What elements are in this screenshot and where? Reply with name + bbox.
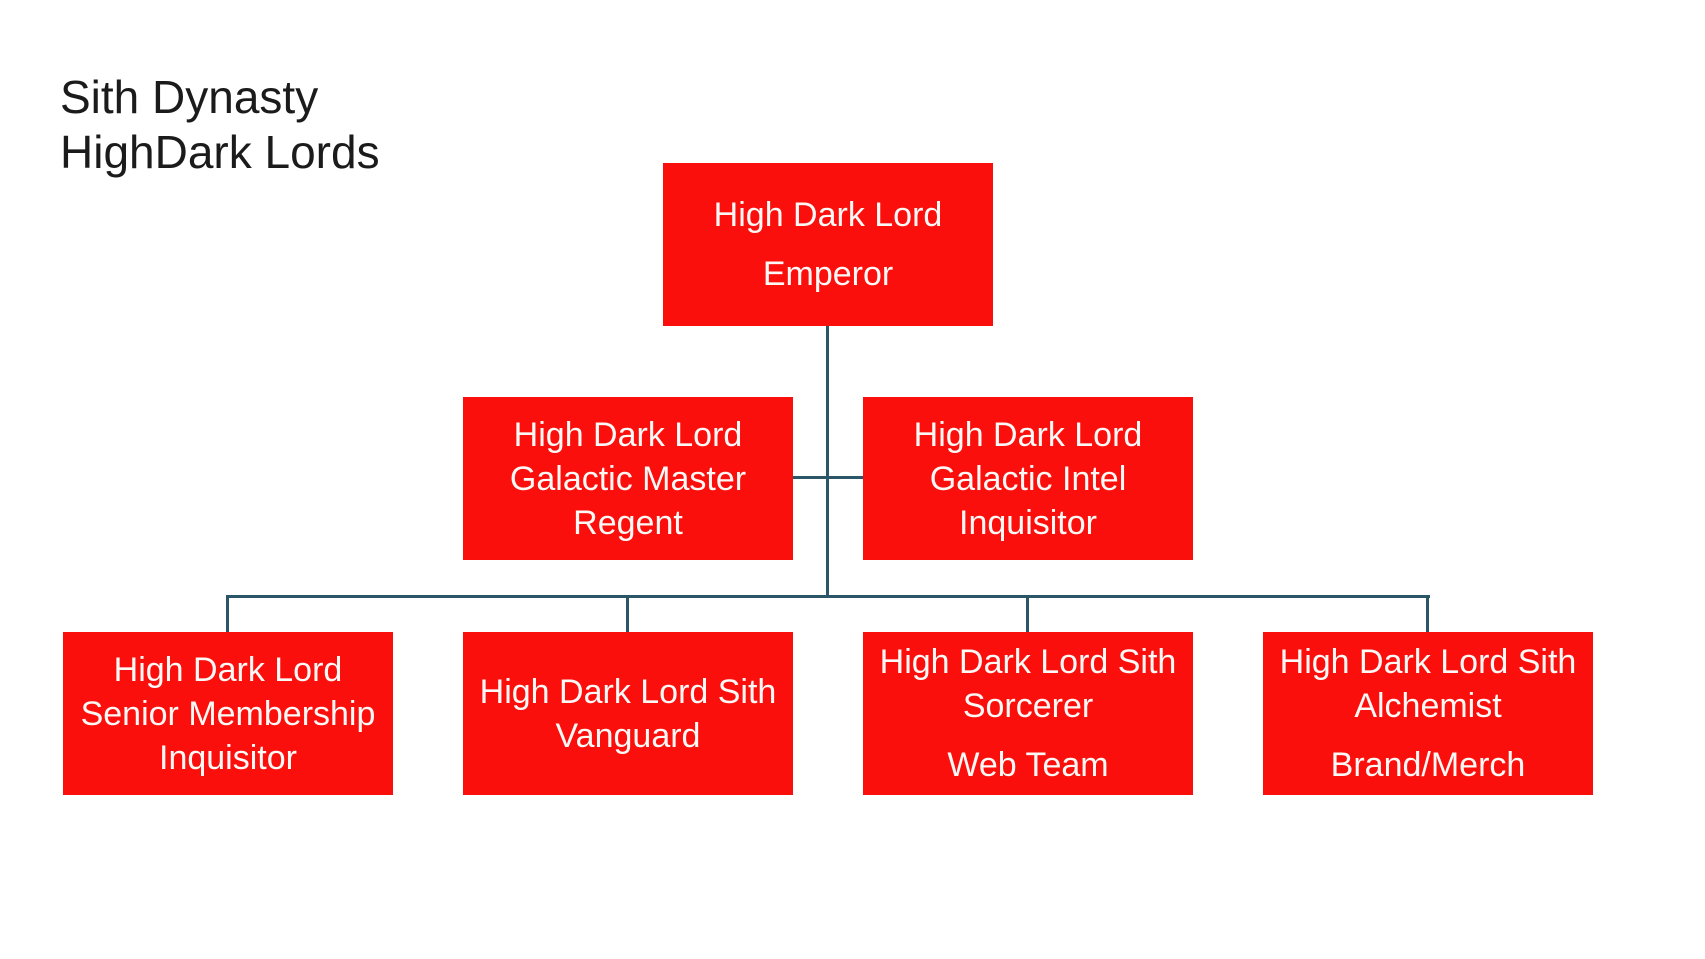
org-box-text: High Dark Lord	[513, 415, 743, 454]
org-box-text: Sorcerer	[962, 687, 1094, 725]
org-box-galactic-intel-inquisitor[interactable]: High Dark Lord Galactic Intel Inquisitor	[863, 397, 1193, 560]
org-box-text: Inquisitor	[959, 503, 1097, 542]
org-box-text: Regent	[573, 503, 683, 542]
org-box-text: Emperor	[762, 255, 894, 293]
org-box-text: Galactic Master	[509, 459, 747, 498]
org-box-senior-membership-inquisitor[interactable]: High Dark Lord Senior Membership Inquisi…	[63, 632, 393, 795]
org-box-text: Inquisitor	[159, 738, 297, 777]
slide-title-line2: HighDark Lords	[60, 126, 380, 178]
org-box-text: Brand/Merch	[1330, 746, 1526, 784]
org-box-text: High Dark Lord Sith	[1279, 643, 1577, 681]
slide-title: Sith Dynasty HighDark Lords	[60, 70, 380, 180]
org-box-text: High Dark Lord	[713, 196, 943, 234]
org-box-emperor[interactable]: High Dark Lord Emperor	[663, 163, 993, 326]
connector-bus	[226, 595, 1430, 598]
org-box-text: Senior Membership	[80, 694, 376, 733]
org-box-text: Vanguard	[555, 716, 701, 755]
connector-drop-3	[1026, 595, 1029, 632]
connector-drop-2	[626, 595, 629, 632]
slide-title-line1: Sith Dynasty	[60, 71, 319, 123]
org-box-text: High Dark Lord Sith	[479, 672, 777, 711]
connector-drop-1	[226, 595, 229, 632]
org-box-text: Galactic Intel	[929, 459, 1127, 498]
org-box-text: High Dark Lord	[913, 415, 1143, 454]
connector-assistant-stub	[792, 476, 863, 479]
org-box-sith-vanguard[interactable]: High Dark Lord Sith Vanguard	[463, 632, 793, 795]
org-box-text: Alchemist	[1354, 687, 1502, 725]
connector-drop-4	[1426, 595, 1429, 632]
org-box-sith-sorcerer-web-team[interactable]: High Dark Lord Sith Sorcerer Web Team	[863, 632, 1193, 795]
org-box-galactic-master-regent[interactable]: High Dark Lord Galactic Master Regent	[463, 397, 793, 560]
connector-trunk	[826, 326, 829, 598]
org-box-sith-alchemist-brand-merch[interactable]: High Dark Lord Sith Alchemist Brand/Merc…	[1263, 632, 1593, 795]
org-box-text: Web Team	[947, 746, 1109, 784]
org-box-text: High Dark Lord	[113, 650, 343, 689]
org-box-text: High Dark Lord Sith	[879, 643, 1177, 681]
